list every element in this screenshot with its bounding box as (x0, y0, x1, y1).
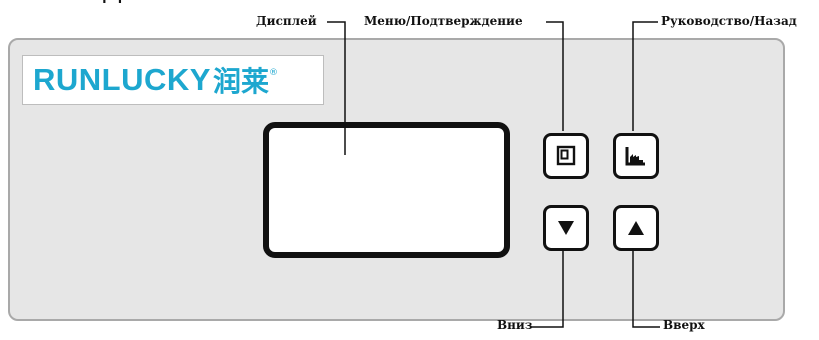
label-display: Дисплей (256, 14, 317, 28)
logo-text-latin: RUNLUCKY (33, 62, 211, 97)
brand-logo: RUNLUCKY 润莱 ® (22, 55, 324, 105)
logo-text-cjk: 润莱 (212, 65, 269, 98)
leader-line-down (532, 248, 564, 328)
arrow-down-icon (556, 219, 576, 237)
leader-line-display (327, 21, 346, 155)
menu-confirm-button[interactable] (543, 133, 589, 179)
guide-back-button[interactable] (613, 133, 659, 179)
leader-line-guide-back (632, 21, 658, 131)
down-button[interactable] (543, 205, 589, 251)
label-guide-back: Руководство/Назад (661, 14, 797, 28)
lcd-display (263, 122, 510, 258)
leader-line-up (632, 248, 660, 328)
leader-line-menu-confirm (546, 21, 564, 131)
arrow-up-icon (626, 219, 646, 237)
label-menu-confirm: Меню/Подтверждение (364, 14, 523, 28)
registered-mark: ® (268, 68, 278, 78)
menu-confirm-icon (555, 145, 577, 167)
label-up: Вверх (663, 318, 705, 332)
up-button[interactable] (613, 205, 659, 251)
label-down: Вниз (497, 318, 533, 332)
guide-back-icon (624, 145, 648, 167)
cropped-heading-fragment: Д (102, 0, 122, 6)
